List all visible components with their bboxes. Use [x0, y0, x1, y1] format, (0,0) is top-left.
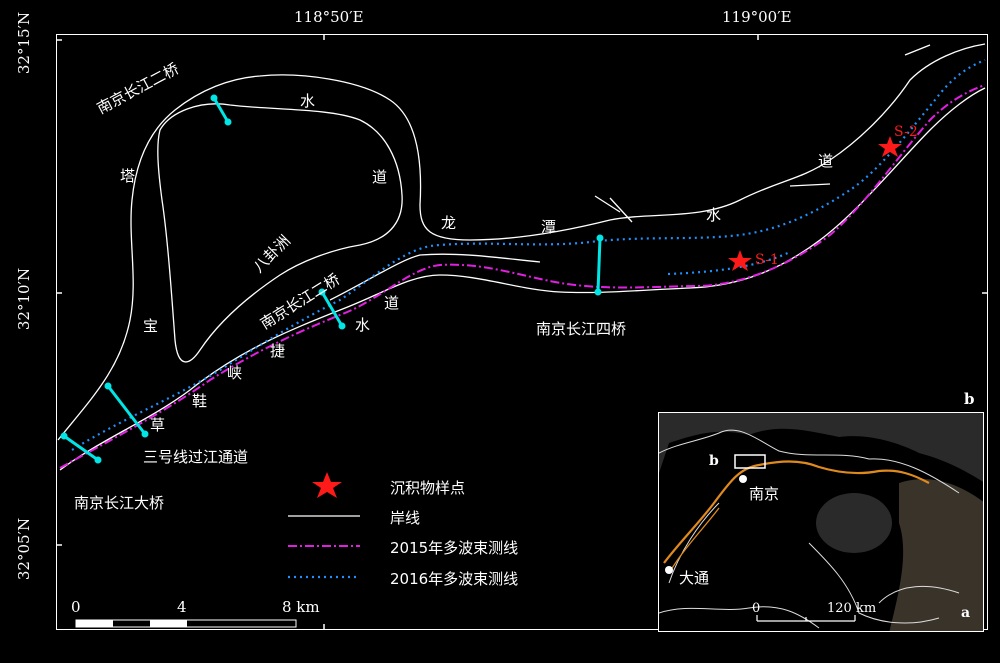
bridges — [63, 97, 602, 462]
map-frame — [56, 34, 988, 630]
label-tunnel3: 三号线过江通道 — [143, 448, 249, 466]
legend-2015-label: 2015年多波束测线 — [390, 539, 519, 557]
panel-label-b: b — [964, 390, 975, 408]
label-s2: S-2 — [894, 124, 918, 140]
scale-bar — [75, 619, 297, 628]
inset-scale-120: 120 km — [827, 601, 877, 616]
label-dao-right: 道 — [818, 152, 834, 170]
panel-label-a: a — [961, 605, 971, 621]
inset-label-nanjing: 南京 — [749, 485, 780, 503]
inset-scale-bar — [756, 615, 856, 622]
inset-river — [663, 460, 930, 564]
bridge-endpoints — [60, 94, 604, 464]
legend-star-icon — [312, 472, 342, 498]
survey-line-2016 — [71, 58, 986, 451]
label-dao-mid: 道 — [384, 294, 400, 312]
inset-lake-small — [932, 434, 976, 462]
label-shui-top: 水 — [300, 92, 316, 110]
inset-land-north — [659, 413, 983, 482]
sample-star-s2 — [878, 136, 902, 157]
shoreline — [57, 43, 986, 471]
label-tan: 潭 — [541, 218, 557, 236]
inset-map: b 南京 大通 0 120 km a — [658, 412, 984, 632]
label-long: 龙 — [441, 214, 457, 232]
inset-label-b: b — [709, 453, 719, 469]
inset-nanjing-dot — [739, 475, 747, 483]
label-shui-right: 水 — [706, 206, 722, 224]
label-xia: 峡 — [227, 364, 243, 382]
inset-lake — [816, 493, 892, 553]
legend-shoreline-label: 岸线 — [390, 509, 421, 527]
legend-2016-label: 2016年多波束测线 — [390, 570, 519, 588]
lon-label-1: 118°50′E — [294, 8, 364, 26]
legend-sample-label: 沉积物样点 — [390, 479, 466, 497]
survey-line-2015 — [59, 84, 986, 469]
label-bao: 宝 — [143, 317, 159, 335]
inset-datong-dot — [665, 566, 673, 574]
inset-boundaries — [659, 429, 960, 629]
sample-star-s1 — [728, 250, 752, 271]
scale-label-8: 8 km — [282, 598, 320, 616]
lon-label-2: 119°00′E — [722, 8, 792, 26]
scale-label-0: 0 — [71, 598, 81, 616]
inset-label-datong: 大通 — [679, 569, 710, 587]
inset-scale-0: 0 — [752, 601, 761, 616]
label-bridge-main: 南京长江大桥 — [74, 494, 165, 512]
inset-study-box — [734, 454, 766, 469]
label-dao-top: 道 — [372, 168, 388, 186]
scale-label-4: 4 — [177, 598, 187, 616]
inset-sea — [889, 479, 983, 631]
label-jie: 捷 — [270, 342, 286, 360]
label-ta: 塔 — [120, 167, 136, 185]
label-xie: 鞋 — [192, 392, 208, 410]
label-cao: 草 — [150, 416, 166, 434]
label-s1: S-1 — [755, 252, 779, 268]
label-bridge4: 南京长江四桥 — [536, 320, 627, 338]
label-shui-mid: 水 — [355, 316, 371, 334]
inset-map-svg — [659, 413, 983, 631]
